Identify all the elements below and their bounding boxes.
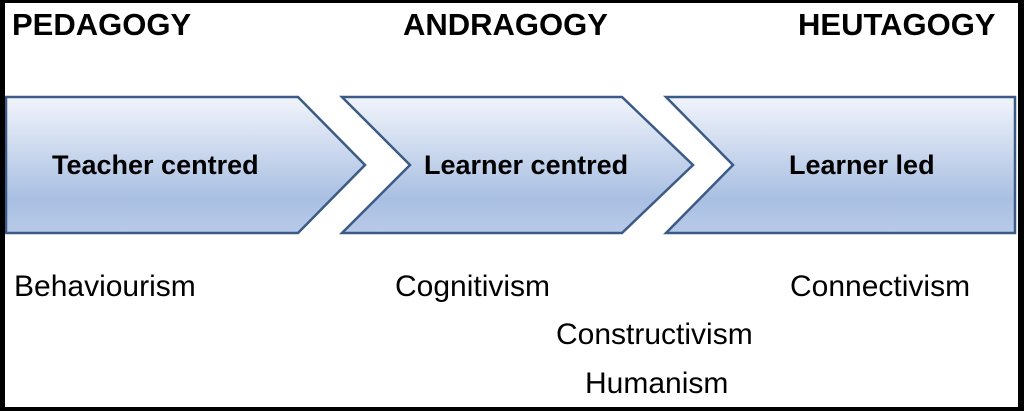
theory-behaviourism: Behaviourism <box>14 270 196 303</box>
theory-connectivism: Connectivism <box>790 270 971 303</box>
arrow-heutagogy <box>663 95 1017 235</box>
label-learner-led: Learner led <box>789 150 935 180</box>
theory-constructivism: Constructivism <box>556 318 753 351</box>
heading-andragogy: ANDRAGOGY <box>403 7 608 42</box>
heading-heutagogy: HEUTAGOGY <box>798 7 996 42</box>
theory-humanism: Humanism <box>585 367 729 400</box>
label-learner-centred: Learner centred <box>424 150 629 180</box>
arrow-andragogy <box>338 95 695 235</box>
theory-cognitivism: Cognitivism <box>395 270 551 303</box>
diagram-canvas: PEDAGOGY ANDRAGOGY HEUTAGOGY Teacher cen… <box>5 3 1018 407</box>
chevron-arrows <box>5 95 1017 235</box>
heading-pedagogy: PEDAGOGY <box>12 7 192 42</box>
label-teacher-centred: Teacher centred <box>52 150 259 180</box>
arrow-pedagogy <box>5 95 367 235</box>
